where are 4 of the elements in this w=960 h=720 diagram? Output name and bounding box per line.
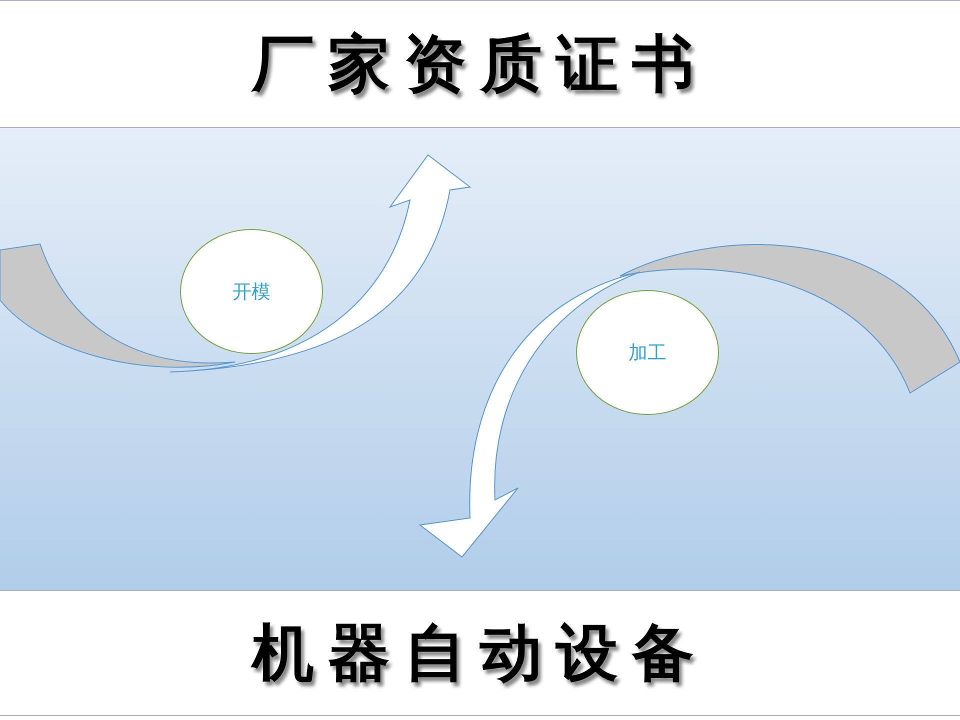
title: 厂家资质证书 — [252, 26, 708, 102]
node-label: 加工 — [628, 340, 666, 366]
banner-text: 机器自动设备 — [252, 615, 708, 691]
node-label: 开模 — [232, 280, 270, 304]
